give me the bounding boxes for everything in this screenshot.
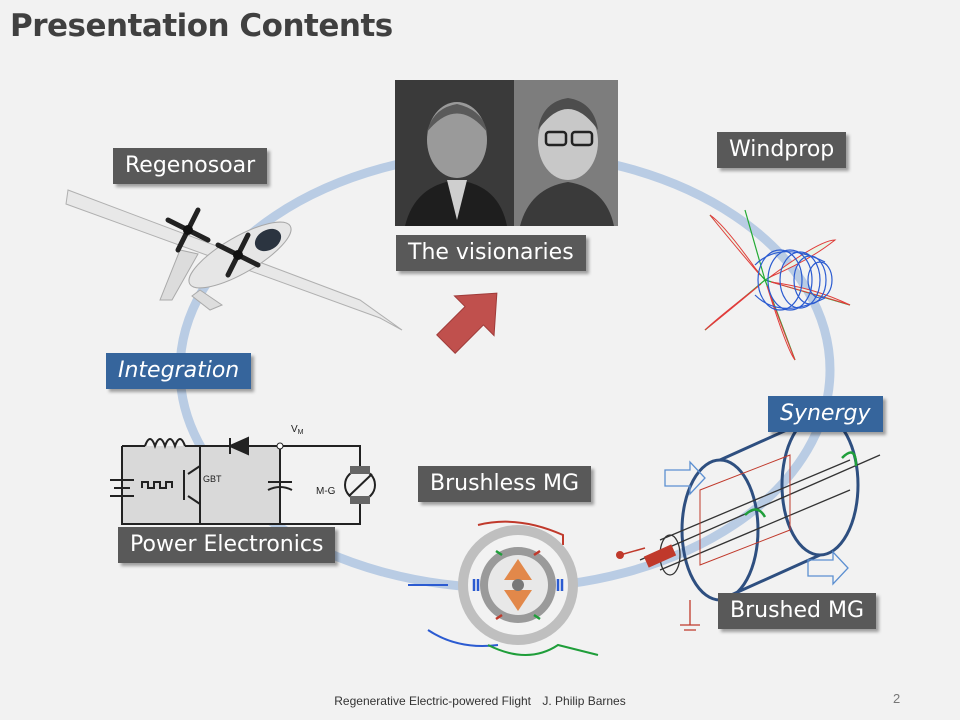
gbt-label: GBT [203,474,222,484]
footer-author: J. Philip Barnes [542,694,626,708]
page-title: Presentation Contents [10,8,393,44]
vm-subscript: M [298,429,304,436]
page-number: 2 [893,691,901,706]
visionary-photo-right [514,80,618,226]
vm-label: V [291,424,298,435]
power-electronics-label: Power Electronics [118,527,336,563]
windprop-label: Windprop [717,132,847,168]
footer: Regenerative Electric-powered Flight J. … [0,694,960,708]
footer-talk-title: Regenerative Electric-powered Flight [334,694,532,708]
svg-text:VM: VM [291,424,304,436]
integration-label: Integration [106,353,252,389]
visionaries-label: The visionaries [396,235,586,271]
visionary-photo-left [395,80,514,226]
mg-label: M-G [316,486,336,497]
regenosoar-label: Regenosoar [113,148,268,184]
brushed-mg-label: Brushed MG [718,593,877,629]
brushless-mg-label: Brushless MG [418,466,592,502]
synergy-label: Synergy [768,396,883,432]
